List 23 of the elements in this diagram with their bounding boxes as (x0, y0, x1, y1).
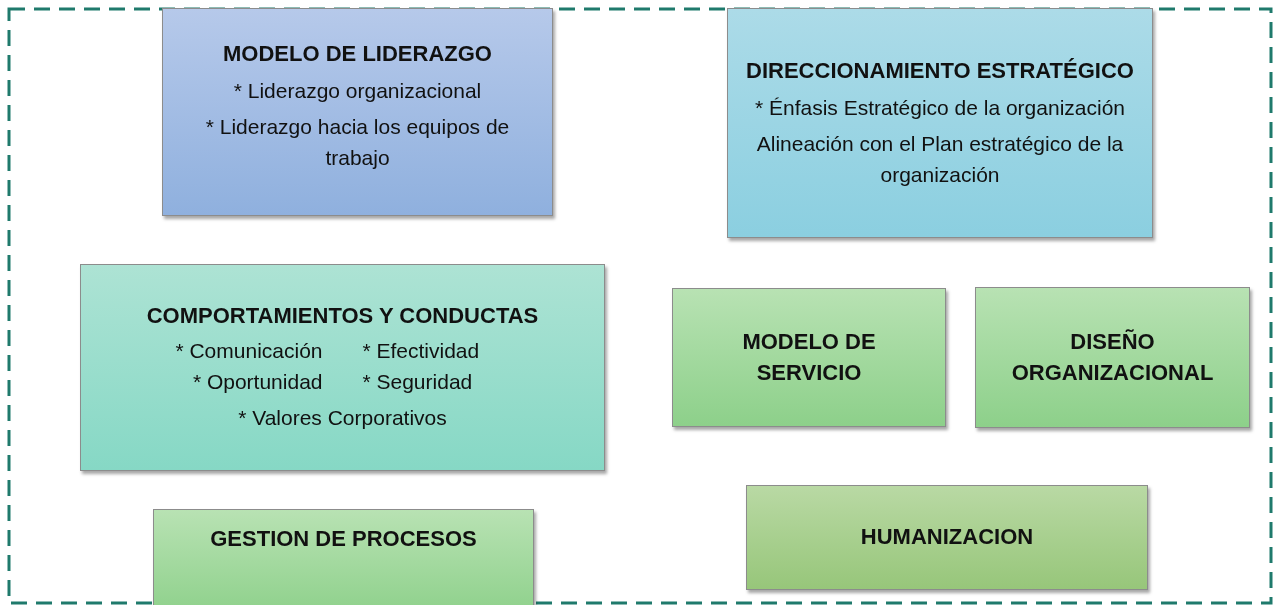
text-box (727, 8, 1153, 238)
text-box (162, 8, 553, 216)
bullet-item: * Oportunidad (192, 368, 323, 395)
bullet-item: Alineación con el Plan estratégico de la organización (755, 131, 1125, 188)
text-box (975, 287, 1250, 428)
text-box (672, 288, 946, 427)
bullet-item: * Liderazgo organizacional (233, 77, 482, 104)
text-box (746, 485, 1148, 590)
box-heading: MODELO DE SERVICIO (741, 327, 877, 387)
text-box (80, 264, 605, 471)
box-heading: GESTION DE PROCESOS (210, 524, 477, 553)
box-heading: DISEÑO ORGANIZACIONAL (1010, 327, 1215, 387)
bullet-item: * Valores Corporativos (238, 405, 447, 432)
box-heading: MODELO DE LIDERAZGO (223, 39, 492, 68)
text-box (153, 509, 534, 605)
bullet-item: * Seguridad (362, 368, 473, 395)
bullet-item: * Énfasis Estratégico de la organización (754, 94, 1125, 121)
box-heading: COMPORTAMIENTOS Y CONDUCTAS (146, 302, 539, 331)
bullet-item: * Liderazgo hacia los equipos de trabajo (204, 114, 511, 171)
bullet-item: * Efectividad (362, 338, 480, 365)
box-heading: DIRECCIONAMIENTO ESTRATÉGICO (746, 56, 1134, 85)
box-heading: HUMANIZACION (860, 523, 1034, 552)
bullet-item: * Comunicación (175, 338, 323, 365)
